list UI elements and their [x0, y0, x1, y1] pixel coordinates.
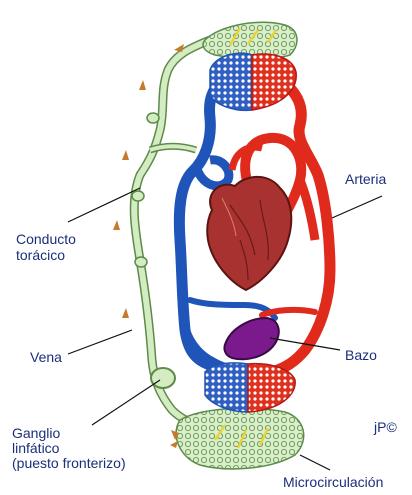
lower-lymph-capillary-bed: [176, 408, 304, 469]
artery-to-spleen: [262, 310, 315, 315]
thoracic-duct: [134, 40, 210, 428]
heart: [207, 177, 291, 290]
label-ganglio-line1: Ganglio: [12, 425, 60, 441]
label-bazo: Bazo: [345, 347, 377, 363]
label-vena: Vena: [30, 349, 62, 365]
label-conducto-line2: torácico: [16, 247, 65, 263]
upper-capillary-bed: [210, 53, 296, 110]
label-conducto-line1: Conducto: [16, 231, 76, 247]
label-copyright: jP©: [373, 419, 397, 435]
label-arteria: Arteria: [345, 171, 386, 187]
label-microcirculacion: Microcirculación: [283, 474, 383, 490]
lymph-node: [151, 368, 175, 388]
lower-capillary-bed: [205, 363, 295, 412]
label-ganglio-line3: (puesto fronterizo): [12, 455, 126, 471]
label-ganglio-line2: linfático: [12, 440, 60, 456]
